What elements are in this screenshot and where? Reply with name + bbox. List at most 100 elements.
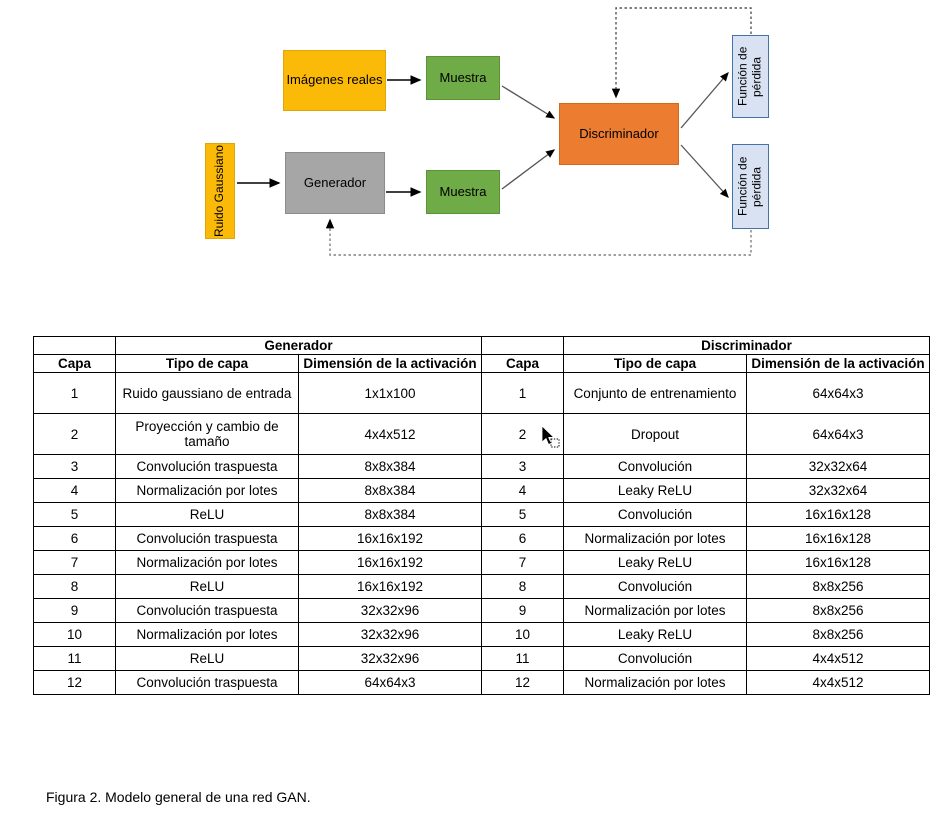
cell-tipo-discriminador: Convolución [563,646,747,672]
group-header-discriminador: Discriminador [563,335,930,356]
node-discriminador: Discriminador [559,103,679,165]
cell-tipo-discriminador: Normalización por lotes [563,526,747,552]
group-header-generador: Generador [115,335,482,356]
gan-layer-spec-table: Generador Discriminador Capa Tipo de cap… [33,335,930,696]
cell-tipo-discriminador: Leaky ReLU [563,478,747,504]
cell-capa-discriminador: 11 [481,646,564,672]
cell-dimension-discriminador: 16x16x128 [746,526,930,552]
cell-dimension-generador: 8x8x384 [298,454,482,480]
cell-dimension-generador: 16x16x192 [298,574,482,600]
cell-capa-generador: 3 [33,454,116,480]
cell-tipo-generador: Normalización por lotes [115,622,299,648]
cell-dimension-discriminador: 16x16x128 [746,550,930,576]
cell-tipo-discriminador: Convolución [563,574,747,600]
cell-dimension-discriminador: 8x8x256 [746,574,930,600]
cell-dimension-discriminador: 64x64x3 [746,413,930,456]
cell-dimension-generador: 8x8x384 [298,478,482,504]
cell-dimension-generador: 8x8x384 [298,502,482,528]
cell-dimension-generador: 32x32x96 [298,646,482,672]
cell-tipo-generador: Normalización por lotes [115,478,299,504]
cell-capa-generador: 9 [33,598,116,624]
cell-tipo-generador: Convolución traspuesta [115,526,299,552]
cell-tipo-discriminador: Dropout [563,413,747,456]
cell-dimension-generador: 32x32x96 [298,622,482,648]
cell-capa-generador: 8 [33,574,116,600]
cell-tipo-generador: Proyección y cambio de tamaño [115,413,299,456]
edge-muestra-real-to-discriminador [501,85,556,119]
col-header-dimension-generador: Dimensión de la activación [298,354,482,374]
cell-tipo-generador: Convolución traspuesta [115,454,299,480]
cell-dimension-discriminador: 8x8x256 [746,622,930,648]
cell-capa-discriminador: 6 [481,526,564,552]
figure-caption: Figura 2. Modelo general de una red GAN. [46,789,311,805]
cell-dimension-discriminador: 64x64x3 [746,372,930,415]
cell-capa-discriminador: 9 [481,598,564,624]
col-header-tipo-generador: Tipo de capa [115,354,299,374]
cell-capa-discriminador: 5 [481,502,564,528]
cell-capa-discriminador: 3 [481,454,564,480]
node-generador: Generador [285,152,385,214]
group-header-blank-mid [481,335,564,356]
cell-capa-discriminador: 2 [481,413,564,456]
table-group-header-row: Generador Discriminador [33,335,930,356]
cell-capa-discriminador: 10 [481,622,564,648]
cell-tipo-discriminador: Conjunto de entrenamiento [563,372,747,415]
cell-capa-discriminador: 12 [481,670,564,696]
cell-tipo-generador: ReLU [115,646,299,672]
node-funcion-de-perdida-top: Función de pérdida [732,35,769,118]
col-header-capa-generador: Capa [33,354,116,374]
edge-feedback-perdida-bottom-to-generador [325,218,752,256]
edge-muestra-fake-to-discriminador [501,149,556,190]
cell-tipo-discriminador: Normalización por lotes [563,598,747,624]
cell-dimension-generador: 16x16x192 [298,550,482,576]
cell-capa-generador: 12 [33,670,116,696]
cell-capa-generador: 6 [33,526,116,552]
group-header-blank-left [33,335,116,356]
edge-discriminador-to-perdida-bottom [680,144,729,198]
cell-capa-discriminador: 8 [481,574,564,600]
cell-capa-discriminador: 7 [481,550,564,576]
cell-capa-generador: 1 [33,372,116,415]
diagram-edges [237,7,752,256]
cell-dimension-generador: 4x4x512 [298,413,482,456]
cell-capa-discriminador: 1 [481,372,564,415]
cell-dimension-discriminador: 4x4x512 [746,646,930,672]
node-muestra-generada: Muestra [426,170,500,214]
cell-tipo-generador: Normalización por lotes [115,550,299,576]
cell-tipo-generador: Ruido gaussiano de entrada [115,372,299,415]
cell-tipo-generador: ReLU [115,502,299,528]
cell-dimension-generador: 1x1x100 [298,372,482,415]
cell-tipo-discriminador: Normalización por lotes [563,670,747,696]
cell-tipo-discriminador: Convolución [563,502,747,528]
cell-dimension-discriminador: 32x32x64 [746,454,930,480]
cell-tipo-generador: Convolución traspuesta [115,670,299,696]
cell-tipo-generador: Convolución traspuesta [115,598,299,624]
cell-capa-generador: 11 [33,646,116,672]
cell-capa-generador: 10 [33,622,116,648]
node-imagenes-reales: Imágenes reales [283,50,386,111]
cell-tipo-discriminador: Convolución [563,454,747,480]
table-column-header-row: Capa Tipo de capa Dimensión de la activa… [33,354,930,374]
node-ruido-gaussiano: Ruido Gaussiano [205,143,235,239]
cell-tipo-discriminador: Leaky ReLU [563,622,747,648]
cell-dimension-discriminador: 16x16x128 [746,502,930,528]
cell-dimension-generador: 16x16x192 [298,526,482,552]
cell-tipo-discriminador: Leaky ReLU [563,550,747,576]
cell-dimension-generador: 32x32x96 [298,598,482,624]
edge-discriminador-to-perdida-top [680,72,729,129]
col-header-tipo-discriminador: Tipo de capa [563,354,747,374]
table-head: Generador Discriminador Capa Tipo de cap… [33,335,930,374]
col-header-dimension-discriminador: Dimensión de la activación [746,354,930,374]
